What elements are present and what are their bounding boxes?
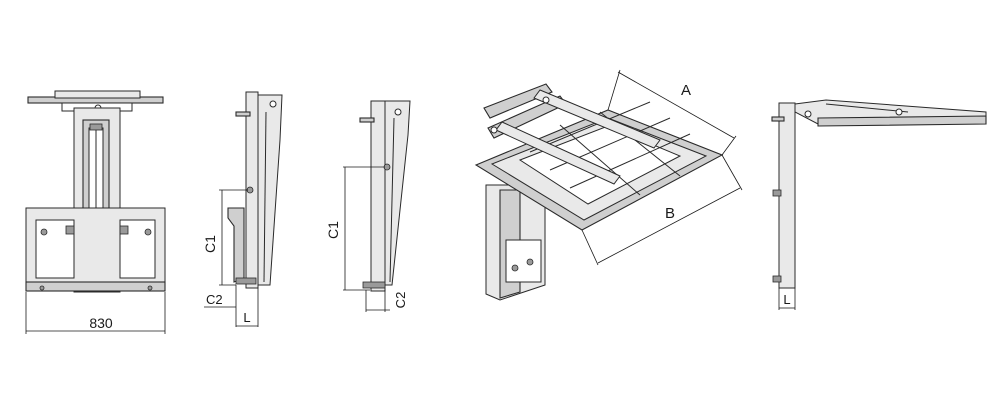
front-bolt-right — [144, 228, 152, 236]
iso-pivot-1 — [542, 96, 550, 104]
side-view-1: C1 C2 L — [202, 91, 283, 327]
dim-c1-side1-label: C1 — [202, 235, 218, 253]
side1-pivot-top — [269, 100, 277, 108]
right-pivot-1 — [804, 110, 812, 118]
side1-arm-line — [263, 111, 267, 283]
side2-arm — [384, 100, 411, 286]
right-deck-plate — [817, 115, 987, 127]
dim-a-ext-left — [607, 69, 621, 111]
dim-b-label: B — [665, 205, 675, 222]
right-pivot-2 — [895, 108, 903, 116]
dim-l-right-label: L — [783, 292, 790, 307]
side-view-2: C1 C2 — [325, 100, 411, 312]
right-top-hook — [771, 116, 785, 122]
dim-a-ext-right — [721, 135, 737, 156]
front-hook-right — [119, 225, 129, 235]
right-mid-hook — [772, 189, 782, 197]
isometric-view: A B — [474, 69, 743, 301]
iso-rail-1 — [483, 83, 553, 119]
dim-c2-side2-label: C2 — [393, 292, 408, 309]
dim-830-label: 830 — [89, 315, 113, 331]
iso-arm-2 — [495, 121, 621, 185]
dim-c2-side1-label: C2 — [206, 292, 223, 307]
side2-top-hook — [359, 117, 375, 123]
iso-slat-3 — [569, 133, 691, 189]
side1-arm — [257, 94, 283, 286]
front-bottom-bar — [25, 281, 166, 292]
dim-a-label: A — [681, 82, 691, 99]
dim-b-ext-left — [581, 229, 599, 266]
dim-b-line — [597, 187, 741, 264]
dim-c1-side2-label: C1 — [325, 221, 341, 239]
iso-bolt-2 — [526, 258, 534, 266]
front-cylinder-cap — [89, 123, 103, 131]
front-bolt-left — [40, 228, 48, 236]
iso-slat-4 — [559, 124, 641, 196]
iso-bolt-1 — [511, 264, 519, 272]
dim-l-side1-label: L — [243, 310, 250, 325]
front-bottom-bolt-left — [39, 285, 45, 291]
iso-deck-panel — [518, 125, 682, 205]
side1-top-hook — [235, 111, 251, 117]
front-hook-left — [65, 225, 75, 235]
right-mast — [778, 102, 796, 289]
front-top-bracket — [54, 90, 141, 99]
side2-pivot-top — [394, 108, 402, 116]
side2-foot — [362, 281, 386, 289]
iso-pivot-2 — [490, 126, 498, 134]
right-side-view: L — [771, 99, 987, 310]
side1-lower-bracket — [227, 207, 245, 283]
dim-b-ext-right — [721, 154, 743, 191]
dim-a-line — [617, 71, 735, 139]
side2-mast — [370, 100, 386, 292]
iso-mast-window — [505, 239, 542, 283]
front-bottom-bolt-right — [147, 285, 153, 291]
side1-foot — [235, 277, 257, 285]
right-arm-line — [825, 103, 909, 113]
front-view: 830 — [25, 90, 166, 334]
iso-arm-1 — [533, 89, 661, 149]
right-low-hook — [772, 275, 782, 283]
side2-arm-line — [389, 117, 395, 283]
